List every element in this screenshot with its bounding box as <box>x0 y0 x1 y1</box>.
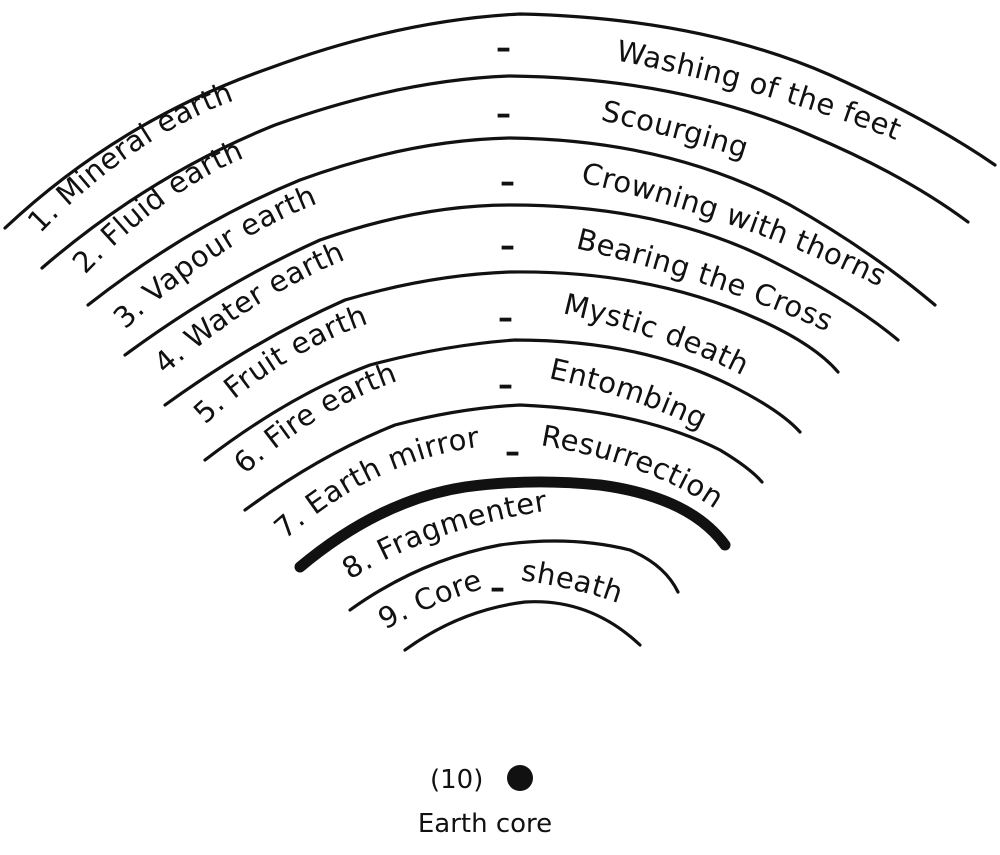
layer-arc-1 <box>3 12 997 230</box>
separator-9: – <box>490 571 505 606</box>
layer-label-8: 8. Fragmenter <box>336 484 549 586</box>
layer-arc-8 <box>348 539 680 612</box>
separator-4: – <box>500 229 515 264</box>
svg-text:Resurrection: Resurrection <box>539 418 730 515</box>
layer-arc-7 <box>243 403 764 512</box>
separator-1: – <box>496 31 511 66</box>
layer-meaning-2: Scourging <box>599 94 753 165</box>
core-number: (10) <box>430 765 483 795</box>
earth-core: (10) Earth core <box>418 765 552 839</box>
layer-arcs <box>3 12 997 652</box>
core-label: Earth core <box>418 809 552 839</box>
svg-text:9. Core: 9. Core <box>373 562 487 636</box>
layer-arc-5 <box>163 270 840 407</box>
layer-arc-2 <box>40 74 970 270</box>
separator-5: – <box>498 301 513 336</box>
layer-arc-3 <box>86 136 937 307</box>
svg-text:Scourging: Scourging <box>599 94 753 165</box>
layer-arc-9 <box>403 600 642 652</box>
layer-arc-6 <box>203 338 802 462</box>
core-dot-icon <box>507 765 533 791</box>
layer-meaning-6: Entombing <box>547 352 713 436</box>
separator-6: – <box>498 368 513 403</box>
layer-label-9: 9. Core <box>373 562 486 636</box>
layer-arc-earth-mirror <box>294 476 731 573</box>
separator-7: – <box>505 435 520 470</box>
svg-text:Entombing: Entombing <box>547 352 713 436</box>
svg-text:8. Fragmenter: 8. Fragmenter <box>336 484 549 586</box>
layer-arc-4 <box>123 203 900 357</box>
layer-separators: – – – – – – – – <box>490 31 520 606</box>
layer-meaning-7: Resurrection <box>539 418 730 515</box>
separator-3: – <box>500 165 515 200</box>
separator-2: – <box>496 97 511 132</box>
